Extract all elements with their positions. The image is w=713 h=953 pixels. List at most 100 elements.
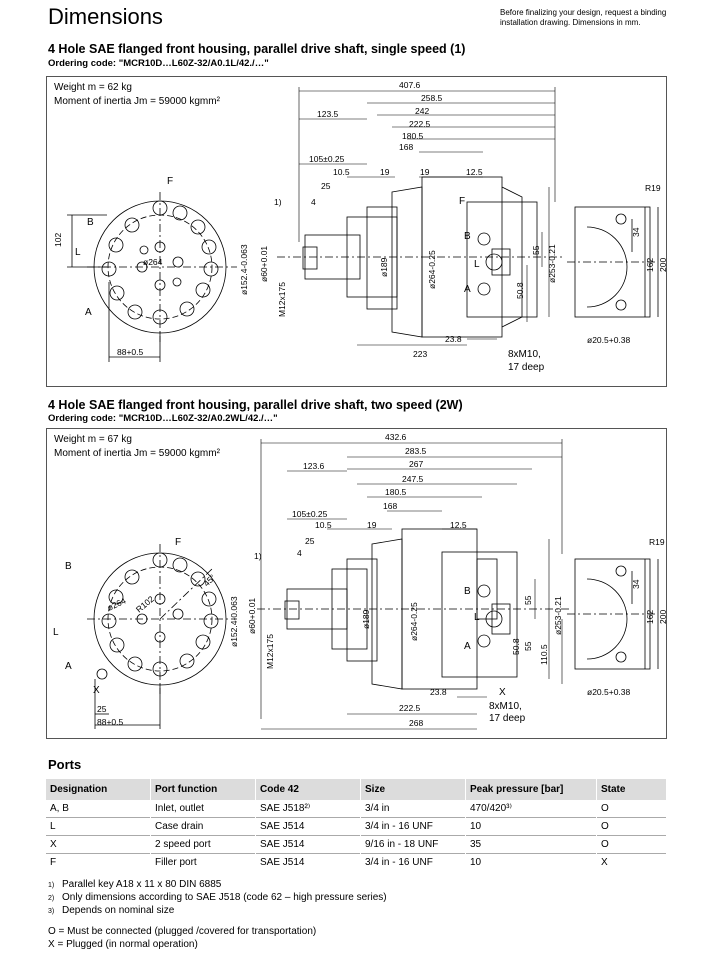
section1-drawing: 407.6 258.5 242 222.5 180.5 168 123.5 10… [53,80,666,373]
dim-10: 10.5 [315,520,332,530]
table-row: X 2 speed port SAE J514 9/16 in - 18 UNF… [46,835,666,854]
cell: O [596,800,666,818]
dim-overall-length: 432.6 [385,432,407,442]
dim-88: 88+0.5 [97,717,124,727]
port-f-label: F [167,176,173,187]
dim-20: ø20.5+0.38 [587,687,631,697]
section1-ordering-code: Ordering code: "MCR10D…L60Z-32/A0.1L/42.… [48,58,269,69]
dim-4: 4 [297,548,302,558]
thread-depth: 17 deep [508,362,545,373]
dim-123: 123.5 [317,109,339,119]
col-designation: Designation [46,779,151,800]
cell: SAE J514 [255,853,361,871]
parallel-key [302,246,318,270]
cell: Case drain [150,817,256,836]
dim-overall-length: 407.6 [399,80,421,90]
section2-weight: Weight m = 67 kg [54,434,132,445]
col-state: State [596,779,666,800]
dim-50: 50.8 [515,282,525,299]
dim-r19: R19 [649,537,665,547]
dim-60: ø60+0.01 [259,246,269,282]
dim-222: 222.5 [399,703,421,713]
dim-19a: 19 [380,167,390,177]
dim-162: 162 [645,610,655,624]
dim-168: 168 [383,501,397,511]
dim-200: 200 [658,258,666,272]
dim-180: 180.5 [402,131,424,141]
cell: A, B [50,803,69,814]
table-row: A, B Inlet, outlet SAE J518²⁾ 3/4 in 470… [46,800,666,818]
port-l-label: L [53,627,59,638]
section1-inertia: Moment of inertia Jm = 59000 kgmm² [54,96,220,107]
dim-19b: 19 [420,167,430,177]
section1-title: 4 Hole SAE flanged front housing, parall… [48,42,466,56]
page-title: Dimensions [48,4,163,29]
dim-23: 23.8 [445,334,462,344]
thread-spec: 8xM10, [508,349,541,360]
legend-o: O = Must be connected (plugged /covered … [48,926,317,937]
section1-weight: Weight m = 62 kg [54,82,132,93]
dim-m12: M12x175 [265,634,275,669]
side-port-l: L [474,259,480,270]
port-b-label: B [65,561,72,572]
section1-drawing-panel: Weight m = 62 kg Moment of inertia Jm = … [46,76,667,387]
col-port-function: Port function [150,779,256,800]
col-peak-pressure: Peak pressure [bar] [465,779,597,800]
ports-title: Ports [48,757,82,772]
dim-152: ø152.4-0.063 [239,244,249,295]
dim-12: 12.5 [450,520,467,530]
cell: X [596,853,666,871]
dim-10: 10.5 [333,167,350,177]
footnote-3: 3)Depends on nominal size [48,905,175,916]
dim-253: ø253-0.21 [553,596,563,635]
cell: 10 [465,853,597,871]
footnote-1-marker: 1) [274,197,282,207]
cell: 35 [465,835,597,854]
dim-180: 180.5 [385,487,407,497]
cell: Filler port [150,853,256,871]
dim-168: 168 [399,142,413,152]
port-x-label: X [93,685,100,696]
legend-x: X = Plugged (in normal operation) [48,939,198,950]
dim-20: ø20.5+0.38 [587,335,631,345]
footnote-1: 1)Parallel key A18 x 11 x 80 DIN 6885 [48,879,222,890]
thread-depth: 17 deep [489,713,526,724]
section2-drawing-panel: Weight m = 67 kg Moment of inertia Jm = … [46,428,667,739]
cell: L [46,817,151,836]
header-note: Before finalizing your design, request a… [500,8,667,27]
cell: 3/4 in [360,800,466,818]
dim-r102: R102 [134,594,156,615]
dim-268: 268 [409,718,423,728]
dim-253: ø253-0.21 [547,244,557,283]
footnote-2: 2)Only dimensions according to SAE J518 … [48,892,387,903]
dim-189: ø189 [379,257,389,277]
dim-258: 258.5 [421,93,443,103]
cell: 2 speed port [150,835,256,854]
cell: F [46,853,151,871]
cell: 470/420³⁾ [465,800,597,818]
bolt-pattern [96,552,219,680]
side-port-b: B [464,231,471,242]
side-port-x: X [499,687,506,698]
side-port-a: A [464,284,471,295]
footnote-1-marker: 1) [254,551,262,561]
side-port-b: B [464,586,471,597]
side-port-f: F [459,196,465,207]
dim-200: 200 [658,610,666,624]
table-row: F Filler port SAE J514 3/4 in - 16 UNF 1… [46,853,666,871]
dim-105: 105±0.25 [309,154,345,164]
cell: O [596,817,666,836]
section2-drawing: 432.6 283.5 267 247.5 180.5 168 123.6 10… [53,432,666,730]
dim-55b: 55 [523,641,533,651]
dim-152: ø152.4-0.063 [229,596,239,647]
dim-283: 283.5 [405,446,427,456]
dim-267: 267 [409,459,423,469]
ports-table: Designation Port function Code 42 Size P… [46,779,666,871]
col-size: Size [360,779,466,800]
dim-34: 34 [631,579,641,589]
dim-55: 55 [531,245,541,255]
parallel-key [284,600,300,620]
port-a-label: A [85,307,92,318]
cell: SAE J514 [255,817,361,836]
cell: 9/16 in - 18 UNF [360,835,466,854]
